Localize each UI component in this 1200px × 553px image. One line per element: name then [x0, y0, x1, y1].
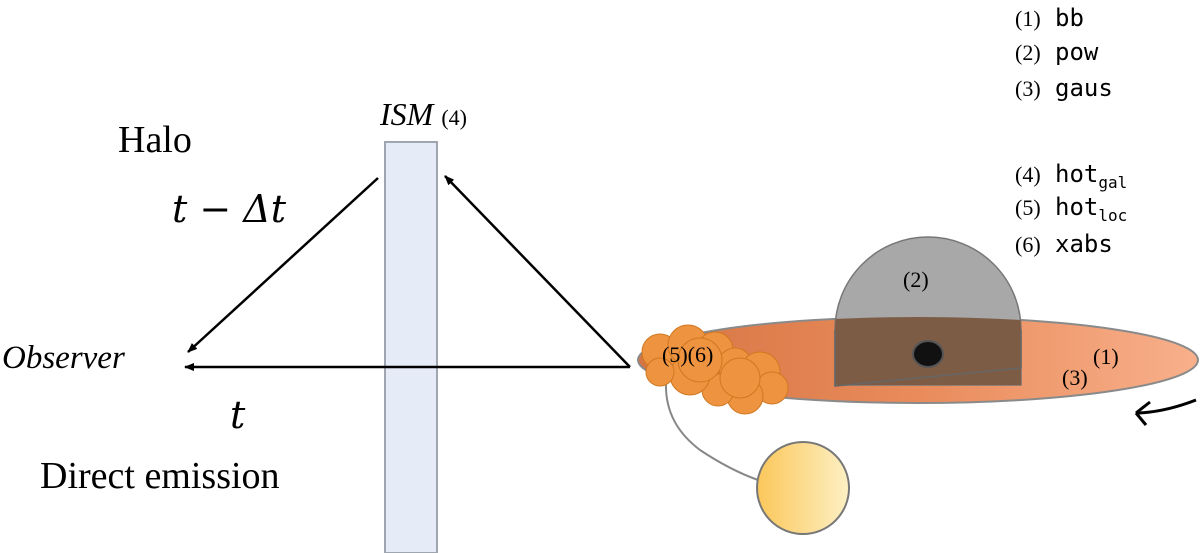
legend-item-6: (6) xabs: [1015, 230, 1113, 258]
arrow-to-ism: [444, 175, 631, 368]
legend-item-3: (3) gaus: [1015, 74, 1113, 102]
label-direct-time: t: [230, 393, 246, 437]
legend-num: (5): [1015, 195, 1041, 220]
legend-name: pow: [1055, 38, 1099, 66]
legend-item-2: (2) pow: [1015, 38, 1099, 66]
legend-item-5: (5) hotloc: [1015, 193, 1127, 225]
legend-num: (3): [1015, 76, 1041, 101]
companion-link: [665, 371, 759, 481]
legend-num: (1): [1015, 6, 1041, 31]
legend-name: bb: [1055, 4, 1084, 32]
arrow-from-ism: [187, 177, 379, 353]
label-disk-num-1: (1): [1093, 344, 1119, 369]
legend-name-main: hot: [1055, 160, 1098, 188]
label-observer: Observer: [2, 340, 125, 376]
legend-name: gaus: [1055, 74, 1113, 102]
legend-num: (4): [1015, 162, 1041, 187]
legend-name-main: hot: [1055, 193, 1098, 221]
legend: (1) bb (2) pow (3) gaus (4) hotgal (5) h…: [1015, 4, 1127, 258]
legend-name-sub: loc: [1098, 206, 1127, 225]
label-halo: Halo: [118, 119, 192, 161]
legend-name: xabs: [1055, 230, 1113, 258]
legend-name: hotgal: [1055, 160, 1127, 192]
rotation-arrow: [1137, 398, 1197, 415]
label-direct-emission: Direct emission: [40, 455, 280, 497]
legend-num: (2): [1015, 40, 1041, 65]
black-hole: [912, 340, 944, 368]
legend-name: hotloc: [1055, 193, 1127, 225]
label-ism-name: ISM: [379, 96, 436, 132]
legend-name-sub: gal: [1098, 173, 1127, 192]
legend-num: (6): [1015, 232, 1041, 257]
legend-item-4: (4) hotgal: [1015, 160, 1127, 192]
label-delayed-time: t − Δt: [172, 187, 287, 231]
companion-star: [756, 441, 850, 535]
label-disk-num-3: (3): [1062, 365, 1088, 390]
label-clouds-num: (5)(6): [662, 342, 713, 367]
absorber-clouds: [641, 324, 789, 415]
legend-item-1: (1) bb: [1015, 4, 1084, 32]
label-ism: ISM (4): [379, 96, 467, 132]
label-ism-num: (4): [441, 105, 467, 130]
label-powerlaw-num: (2): [903, 267, 929, 292]
ism-slab: [384, 141, 438, 553]
